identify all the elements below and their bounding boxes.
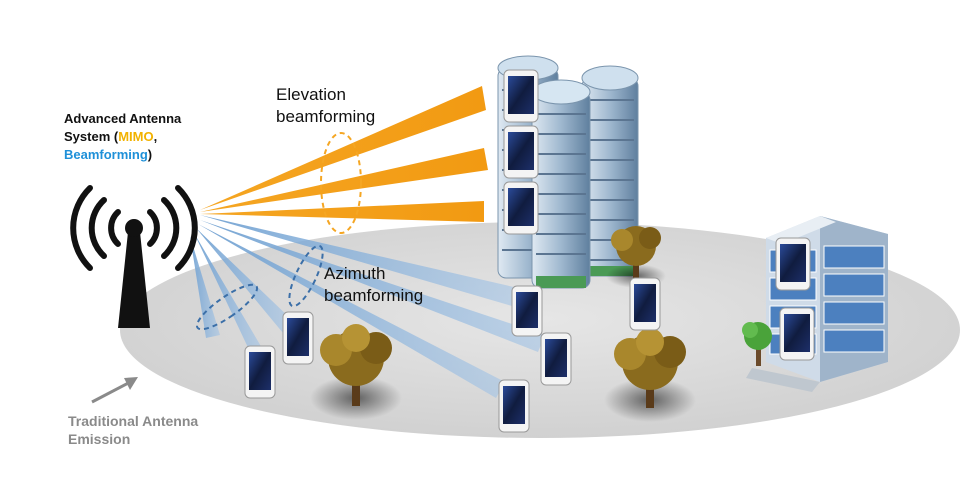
azimuth-beam bbox=[196, 228, 292, 333]
arrow-icon bbox=[91, 377, 138, 404]
smartphone-icon bbox=[503, 181, 539, 235]
azimuth-beam bbox=[194, 233, 262, 356]
azimuth-beams bbox=[190, 215, 545, 398]
elevation-beam bbox=[200, 86, 486, 210]
smartphone-icon bbox=[503, 125, 539, 179]
smartphone-icon bbox=[503, 69, 539, 123]
tree-icon bbox=[604, 328, 696, 422]
azimuth-beam bbox=[200, 220, 545, 352]
office-tower-icon bbox=[581, 65, 639, 277]
aas-label-line1: Advanced Antenna bbox=[64, 111, 182, 126]
smartphone-icon bbox=[498, 379, 530, 433]
smartphone-icon bbox=[511, 285, 543, 337]
aas-label-line2: System (MIMO, bbox=[64, 128, 181, 146]
azimuth-beamforming-label: Azimuth beamforming bbox=[324, 263, 423, 307]
traditional-label-line2: Emission bbox=[68, 431, 131, 447]
azimuth-beam bbox=[190, 236, 220, 338]
elevation-beams bbox=[200, 86, 488, 222]
tree-icon bbox=[742, 322, 772, 366]
azimuth-beam bbox=[198, 224, 505, 398]
elevation-beam-ellipse bbox=[320, 132, 362, 234]
smartphone-icon bbox=[779, 307, 815, 361]
smartphone-icon bbox=[775, 237, 811, 291]
elevation-label-line1: Elevation bbox=[276, 85, 346, 104]
advanced-antenna-system-label: Advanced Antenna System (MIMO, Beamformi… bbox=[64, 110, 181, 164]
azimuth-beam-ellipse bbox=[288, 244, 324, 308]
aas-label-close: ) bbox=[147, 147, 153, 162]
azimuth-beam-ellipse bbox=[195, 283, 259, 331]
smartphone-icon bbox=[629, 277, 661, 331]
elevation-beamforming-label: Elevation beamforming bbox=[276, 84, 375, 128]
office-tower-icon bbox=[531, 79, 591, 289]
aas-label-line3: Beamforming) bbox=[64, 146, 181, 164]
aas-label-prefix: System ( bbox=[64, 129, 119, 144]
elevation-beam bbox=[200, 148, 488, 212]
elevation-label-line2: beamforming bbox=[276, 107, 376, 126]
beamforming-label: Beamforming bbox=[64, 147, 148, 162]
traditional-label-line1: Traditional Antenna bbox=[68, 413, 199, 429]
smartphone-icon bbox=[282, 311, 314, 365]
smartphone-icon bbox=[244, 345, 276, 399]
tree-icon bbox=[310, 324, 402, 420]
azimuth-label-line1: Azimuth bbox=[324, 264, 386, 283]
aas-label-comma: , bbox=[153, 129, 158, 144]
azimuth-label-line2: beamforming bbox=[324, 286, 424, 305]
azimuth-beam bbox=[200, 215, 518, 306]
antenna-tower-icon bbox=[70, 185, 198, 328]
mimo-label: MIMO bbox=[118, 129, 154, 144]
elevation-beam bbox=[200, 201, 484, 222]
smartphone-icon bbox=[540, 332, 572, 386]
traditional-antenna-emission-label: Traditional Antenna Emission bbox=[68, 412, 198, 448]
